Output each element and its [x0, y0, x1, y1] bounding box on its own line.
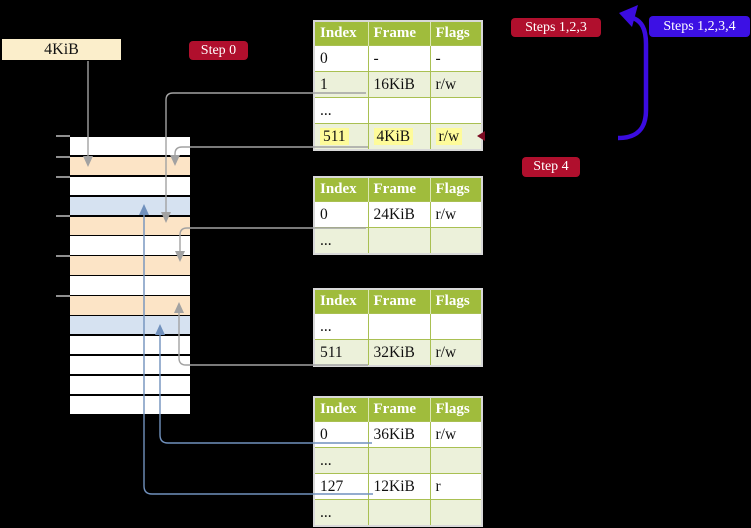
- memory-row: [70, 196, 190, 216]
- memory-tick: [56, 156, 70, 158]
- table-header-row: Index Frame Flags: [314, 177, 482, 202]
- memory-row: [70, 176, 190, 196]
- table-row: 1 16KiB r/w: [313, 71, 483, 98]
- memory-row: [70, 216, 190, 235]
- memory-row: [70, 137, 190, 156]
- column-header: Frame: [367, 177, 430, 202]
- column-header: Flags: [429, 289, 482, 314]
- table-row: 0 36KiB r/w: [313, 421, 483, 448]
- memory-row: [70, 375, 190, 395]
- column-header: Flags: [429, 21, 482, 46]
- table-row: 0 24KiB r/w: [313, 201, 483, 228]
- recursive-loop-arrow: [617, 15, 649, 141]
- badge-steps-1-2-3: Steps 1,2,3: [511, 18, 601, 37]
- memory-row: [70, 316, 190, 335]
- column-header: Frame: [367, 21, 430, 46]
- column-header: Index: [314, 21, 368, 46]
- table-row: ...: [313, 313, 483, 340]
- memory-tick: [56, 176, 70, 178]
- highlighted-cell: 4KiB: [373, 127, 414, 145]
- table-row: ...: [313, 447, 483, 474]
- column-header: Frame: [367, 397, 430, 422]
- table-header-row: Index Frame Flags: [314, 289, 482, 314]
- table-row: ...: [313, 97, 483, 124]
- column-header: Index: [314, 397, 368, 422]
- highlighted-cell: 511: [320, 127, 349, 145]
- column-header: Flags: [429, 177, 482, 202]
- table-row: ...: [313, 227, 483, 255]
- physical-memory-column: [70, 137, 190, 414]
- table-header-row: Index Frame Flags: [314, 21, 482, 46]
- memory-row: [70, 156, 190, 176]
- badge-steps-1-2-3-4: Steps 1,2,3,4: [649, 16, 750, 37]
- memory-row: [70, 335, 190, 355]
- memory-row: [70, 355, 190, 375]
- table-row: ...: [313, 499, 483, 527]
- memory-address-text: 4KiB: [44, 40, 79, 58]
- badge-step-0: Step 0: [189, 41, 248, 60]
- table-row-highlighted: 511 4KiB r/w: [313, 123, 483, 151]
- table-header-row: Index Frame Flags: [314, 397, 482, 422]
- memory-address-label: 4KiB: [2, 39, 121, 60]
- table-row: 0 - -: [313, 45, 483, 72]
- memory-tick: [56, 295, 70, 297]
- memory-tick: [56, 255, 70, 257]
- memory-row: [70, 236, 190, 255]
- badge-step-4: Step 4: [522, 157, 580, 177]
- memory-row: [70, 256, 190, 275]
- page-table-l2: Index Frame Flags ... 511 32KiB r/w: [313, 288, 483, 367]
- memory-row: [70, 276, 190, 295]
- memory-row: [70, 395, 190, 414]
- page-table-l1: Index Frame Flags 0 36KiB r/w ... 127 12…: [313, 396, 483, 527]
- memory-row: [70, 296, 190, 315]
- memory-tick: [56, 135, 70, 137]
- page-table-l4: Index Frame Flags 0 - - 1 16KiB r/w ... …: [313, 20, 483, 151]
- page-table-l3: Index Frame Flags 0 24KiB r/w ...: [313, 176, 483, 255]
- table-row: 127 12KiB r: [313, 473, 483, 500]
- column-header: Flags: [429, 397, 482, 422]
- table-row: 511 32KiB r/w: [313, 339, 483, 367]
- column-header: Frame: [367, 289, 430, 314]
- highlighted-cell: r/w: [435, 127, 463, 145]
- column-header: Index: [314, 289, 368, 314]
- arrowhead-up-left-icon: [619, 5, 638, 27]
- memory-tick: [56, 215, 70, 217]
- column-header: Index: [314, 177, 368, 202]
